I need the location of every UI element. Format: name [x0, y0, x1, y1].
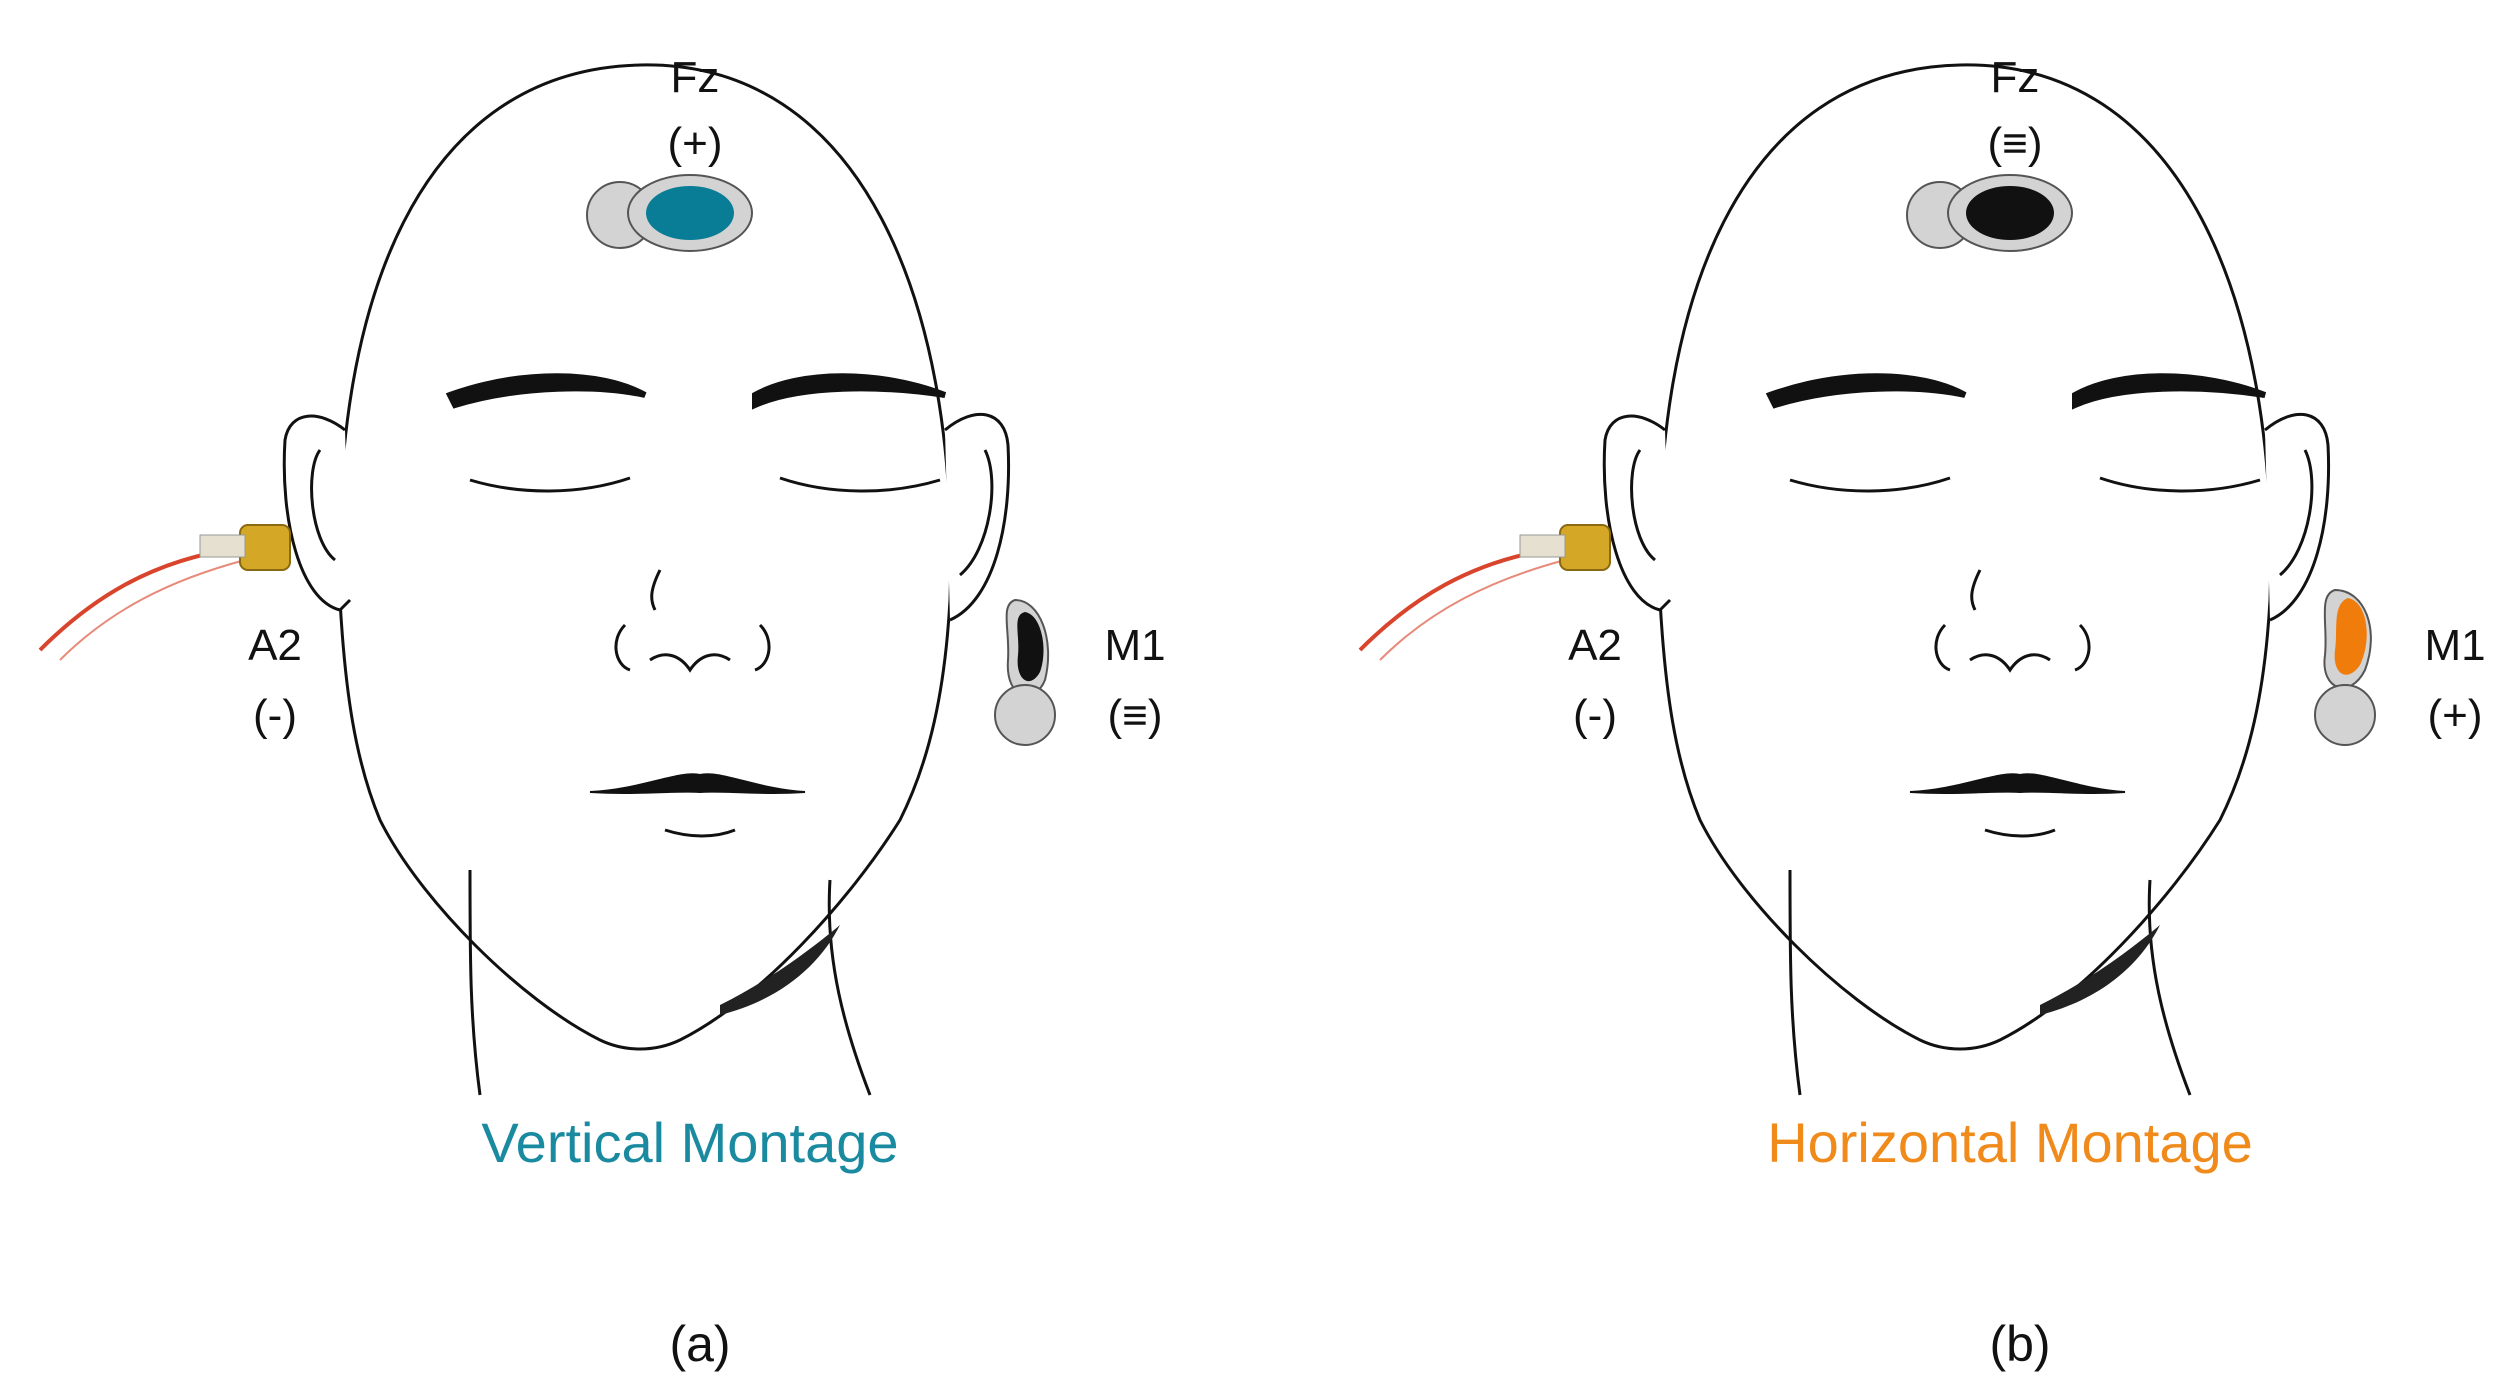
m1-electrode [2314, 588, 2376, 746]
left-eye [1789, 476, 1951, 493]
head-outline [1657, 63, 2273, 1051]
neck-right [2147, 879, 2192, 1096]
a2-label: A2 [248, 621, 302, 670]
m1-label: M1 [1104, 621, 1166, 670]
jaw-shadow [2040, 925, 2160, 1015]
left-eye [469, 476, 631, 493]
left-eyebrow [445, 373, 647, 409]
a2-label: A2 [1568, 621, 1622, 670]
neck-left [1788, 869, 1802, 1096]
montage-title: Horizontal Montage [1767, 1111, 2253, 1174]
a2-polarity: (-) [1573, 691, 1617, 740]
montage-title: Vertical Montage [481, 1111, 899, 1174]
mouth [1909, 773, 2126, 794]
right-ear [2264, 413, 2331, 622]
fz-polarity: (+) [667, 119, 723, 168]
right-eyebrow [752, 373, 947, 410]
left-eyebrow [1765, 373, 1967, 409]
m1-electrode [994, 598, 1056, 746]
panel-caption: (b) [1989, 1316, 2051, 1372]
fz-polarity: (≡) [1987, 119, 2043, 168]
nose [614, 569, 771, 673]
a2-ear-clip [1358, 524, 1611, 661]
right-eye [2099, 476, 2261, 493]
head-illustration [1358, 63, 2376, 1096]
fz-electrode [586, 174, 753, 252]
right-eyebrow [2072, 373, 2267, 410]
m1-polarity: (≡) [1107, 691, 1163, 740]
a2-ear-clip [38, 524, 291, 661]
mouth [589, 773, 806, 794]
fz-electrode [1906, 174, 2073, 252]
panel-horizontal-montage: Fz (≡) A2 (-) M1 (+) Horizontal Montage … [1320, 0, 2513, 1398]
a2-polarity: (-) [253, 691, 297, 740]
right-ear [944, 413, 1011, 622]
m1-polarity: (+) [2427, 691, 2483, 740]
m1-label: M1 [2424, 621, 2486, 670]
right-eye [779, 476, 941, 493]
head-outline [337, 63, 953, 1051]
panel-vertical-montage: Fz (+) A2 (-) M1 (≡) Vertical Montage (a… [0, 0, 1256, 1398]
left-ear [1602, 414, 1672, 612]
left-ear [282, 414, 352, 612]
nose [1934, 569, 2091, 673]
neck-left [468, 869, 482, 1096]
jaw-shadow [720, 925, 840, 1015]
head-illustration [38, 63, 1056, 1096]
fz-label: Fz [670, 53, 720, 102]
fz-label: Fz [1990, 53, 2040, 102]
panel-caption: (a) [669, 1316, 731, 1372]
neck-right [827, 879, 872, 1096]
